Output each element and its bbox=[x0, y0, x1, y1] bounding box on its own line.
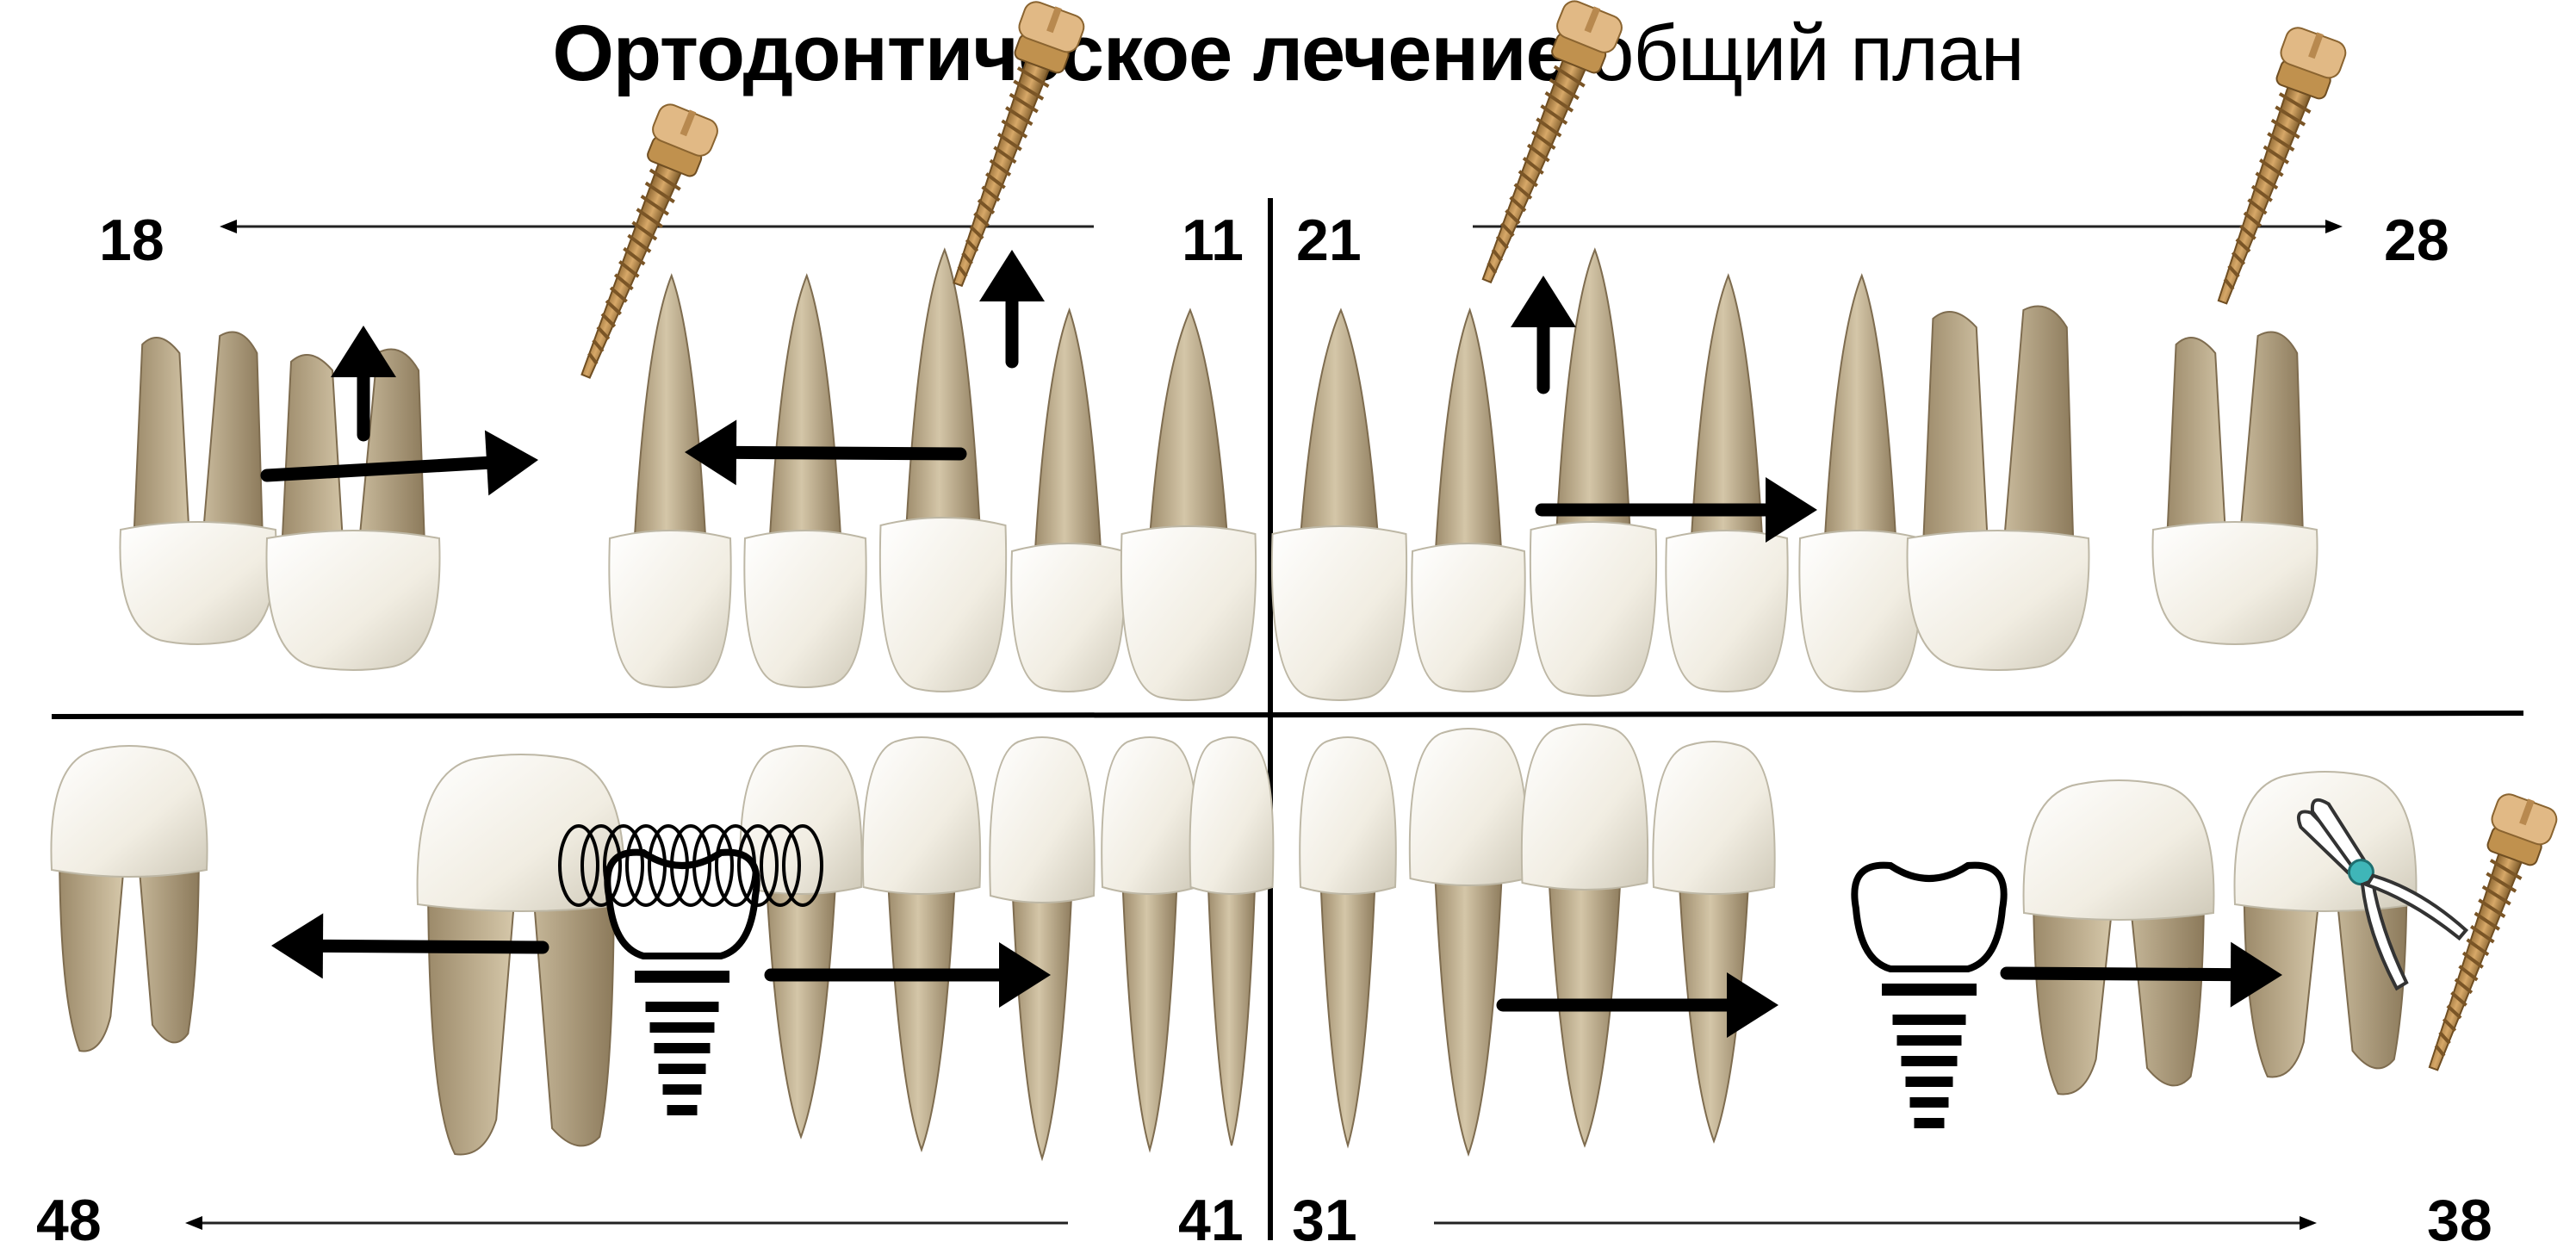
tooth-15 bbox=[609, 276, 730, 687]
arrowhead-left-upper bbox=[220, 220, 237, 233]
tooth-crown bbox=[51, 746, 207, 877]
tooth-46 bbox=[418, 754, 625, 1155]
implant-lower-left bbox=[1854, 866, 2003, 1128]
tooth-21 bbox=[1272, 310, 1406, 700]
arrow-shaft bbox=[736, 452, 960, 454]
tooth-crown bbox=[1530, 522, 1656, 696]
tooth-41 bbox=[1190, 737, 1274, 1145]
miniscrew-1 bbox=[928, 0, 1088, 295]
arrow-23-up bbox=[1511, 276, 1576, 388]
tooth-12 bbox=[1011, 310, 1124, 692]
arrow-head bbox=[485, 430, 538, 495]
arrow-shaft bbox=[2007, 973, 2231, 975]
arrow-head bbox=[1766, 477, 1817, 543]
arrowhead-right-upper bbox=[2325, 220, 2343, 233]
implant-abutment bbox=[635, 971, 729, 983]
implant-crown bbox=[1854, 866, 2003, 969]
implant-thread bbox=[1915, 1118, 1945, 1128]
tooth-crown bbox=[1908, 531, 2089, 670]
tooth-25 bbox=[1799, 276, 1921, 692]
implant-thread bbox=[1902, 1056, 1958, 1066]
tooth-45 bbox=[740, 746, 861, 1137]
implant-thread bbox=[655, 1043, 711, 1053]
tooth-crown bbox=[1190, 737, 1274, 894]
quadrant-grid bbox=[52, 198, 2523, 1240]
tooth-crown bbox=[1653, 742, 1774, 894]
tooth-crown bbox=[2024, 780, 2214, 920]
arrow-shaft bbox=[323, 946, 543, 947]
miniscrew-2 bbox=[557, 99, 722, 388]
implant-thread bbox=[1910, 1097, 1949, 1108]
tooth-root bbox=[887, 851, 957, 1151]
miniscrew-3 bbox=[1458, 0, 1626, 292]
tooth-crown bbox=[1412, 543, 1524, 692]
tooth-crown bbox=[1121, 526, 1256, 700]
tooth-33 bbox=[1522, 724, 1648, 1145]
tooth-crown bbox=[267, 531, 440, 670]
tooth-34 bbox=[1653, 742, 1774, 1141]
arrow-head bbox=[1511, 276, 1576, 327]
arrow-head bbox=[979, 250, 1045, 301]
tooth-crown bbox=[863, 737, 980, 894]
tooth-26 bbox=[1908, 307, 2089, 671]
implant-thread bbox=[646, 1002, 719, 1012]
arrow-head bbox=[271, 913, 323, 978]
tooth-17 bbox=[267, 350, 440, 671]
arrow-13-up bbox=[979, 250, 1045, 362]
tooth-crown bbox=[1666, 531, 1787, 692]
implant-thread bbox=[1897, 1035, 1962, 1046]
tooth-crown bbox=[1011, 543, 1124, 692]
arrowhead-left-lower bbox=[185, 1216, 202, 1230]
tooth-crown bbox=[744, 531, 866, 687]
arrowhead-right-lower bbox=[2300, 1216, 2317, 1230]
implant-thread bbox=[659, 1064, 706, 1074]
tooth-crown bbox=[1522, 724, 1648, 890]
tooth-crown bbox=[1300, 737, 1396, 894]
tooth-crown bbox=[1272, 526, 1406, 700]
tooth-22 bbox=[1412, 310, 1524, 692]
miniscrew-5 bbox=[2405, 789, 2560, 1079]
tooth-crown bbox=[2152, 522, 2317, 644]
tooth-28 bbox=[2152, 332, 2317, 645]
tooth-root bbox=[1434, 842, 1504, 1155]
tooth-crown bbox=[1410, 729, 1527, 885]
tooth-crown bbox=[880, 518, 1006, 692]
tooth-crown bbox=[120, 522, 276, 644]
tooth-31 bbox=[1300, 737, 1396, 1145]
tooth-crown bbox=[990, 737, 1095, 903]
tooth-root bbox=[765, 853, 837, 1137]
tooth-crown bbox=[1102, 737, 1198, 894]
tooth-13 bbox=[880, 250, 1006, 692]
tooth-44 bbox=[863, 737, 980, 1150]
miniscrew-4 bbox=[2194, 22, 2349, 313]
implant-thread bbox=[650, 1022, 715, 1033]
tooth-crown bbox=[609, 531, 730, 687]
implant-thread bbox=[663, 1084, 702, 1095]
tooth-32 bbox=[1410, 729, 1527, 1154]
implant-thread bbox=[1906, 1077, 1953, 1087]
tooth-36 bbox=[2024, 780, 2214, 1095]
arrow-head bbox=[1727, 972, 1778, 1038]
arrow-34-distal bbox=[1503, 972, 1778, 1038]
implant-abutment bbox=[1882, 984, 1977, 996]
implant-thread bbox=[1893, 1015, 1966, 1025]
tooth-48 bbox=[51, 746, 207, 1052]
tooth-root bbox=[1121, 851, 1178, 1151]
tooth-crown bbox=[1799, 531, 1921, 692]
tooth-42 bbox=[1102, 737, 1198, 1150]
implant-thread bbox=[667, 1105, 698, 1115]
tooth-14 bbox=[744, 276, 866, 687]
teeth-group bbox=[51, 250, 2416, 1158]
occlusal-plane-line bbox=[52, 713, 2523, 717]
tooth-18 bbox=[120, 332, 276, 645]
tooth-11 bbox=[1121, 310, 1256, 700]
